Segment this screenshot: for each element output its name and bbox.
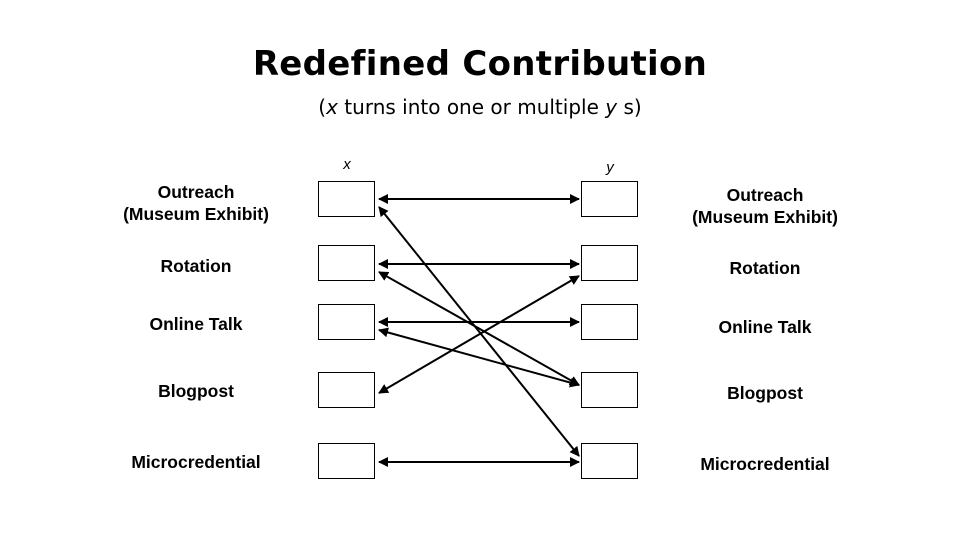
diagram-title: Redefined Contribution — [252, 44, 708, 84]
left-label-online-talk: Online Talk — [149, 314, 243, 334]
subtitle-middle: turns into one or multiple — [337, 95, 606, 119]
x-column-label: x — [343, 156, 351, 173]
x-box-outreach — [318, 181, 375, 217]
x-box-online-talk — [318, 304, 375, 340]
subtitle-open: ( — [318, 95, 327, 119]
subtitle-y: y — [605, 95, 618, 119]
left-label-blogpost: Blogpost — [158, 381, 234, 401]
connection-arrow-5 — [378, 327, 580, 388]
connection-arrow-3 — [378, 271, 580, 386]
x-box-blogpost — [318, 372, 375, 408]
x-box-rotation — [318, 245, 375, 281]
x-box-microcredential — [318, 443, 375, 479]
subtitle-x: x — [326, 95, 338, 119]
right-label-outreach-line2: (Museum Exhibit) — [692, 207, 838, 227]
left-label-rotation: Rotation — [160, 256, 232, 276]
right-label-blogpost: Blogpost — [727, 383, 803, 403]
right-label-outreach: Outreach (Museum Exhibit) — [655, 184, 875, 228]
y-box-outreach — [581, 181, 638, 217]
connection-arrow-6 — [378, 275, 580, 394]
y-column-label: y — [606, 159, 614, 176]
y-box-rotation — [581, 245, 638, 281]
right-label-outreach-line1: Outreach — [726, 185, 804, 205]
left-label-microcredential: Microcredential — [131, 452, 261, 472]
right-label-microcredential: Microcredential — [700, 454, 830, 474]
subtitle-end: s) — [617, 95, 642, 119]
diagram-subtitle: (x turns into one or multiple y s) — [0, 95, 960, 119]
right-label-online-talk: Online Talk — [718, 317, 812, 337]
connection-arrow-1 — [378, 206, 580, 457]
y-box-online-talk — [581, 304, 638, 340]
right-label-rotation: Rotation — [729, 258, 801, 278]
left-label-outreach-line2: (Museum Exhibit) — [123, 204, 269, 224]
left-label-outreach-line1: Outreach — [157, 182, 235, 202]
y-box-blogpost — [581, 372, 638, 408]
y-box-microcredential — [581, 443, 638, 479]
left-label-outreach: Outreach (Museum Exhibit) — [86, 181, 306, 225]
